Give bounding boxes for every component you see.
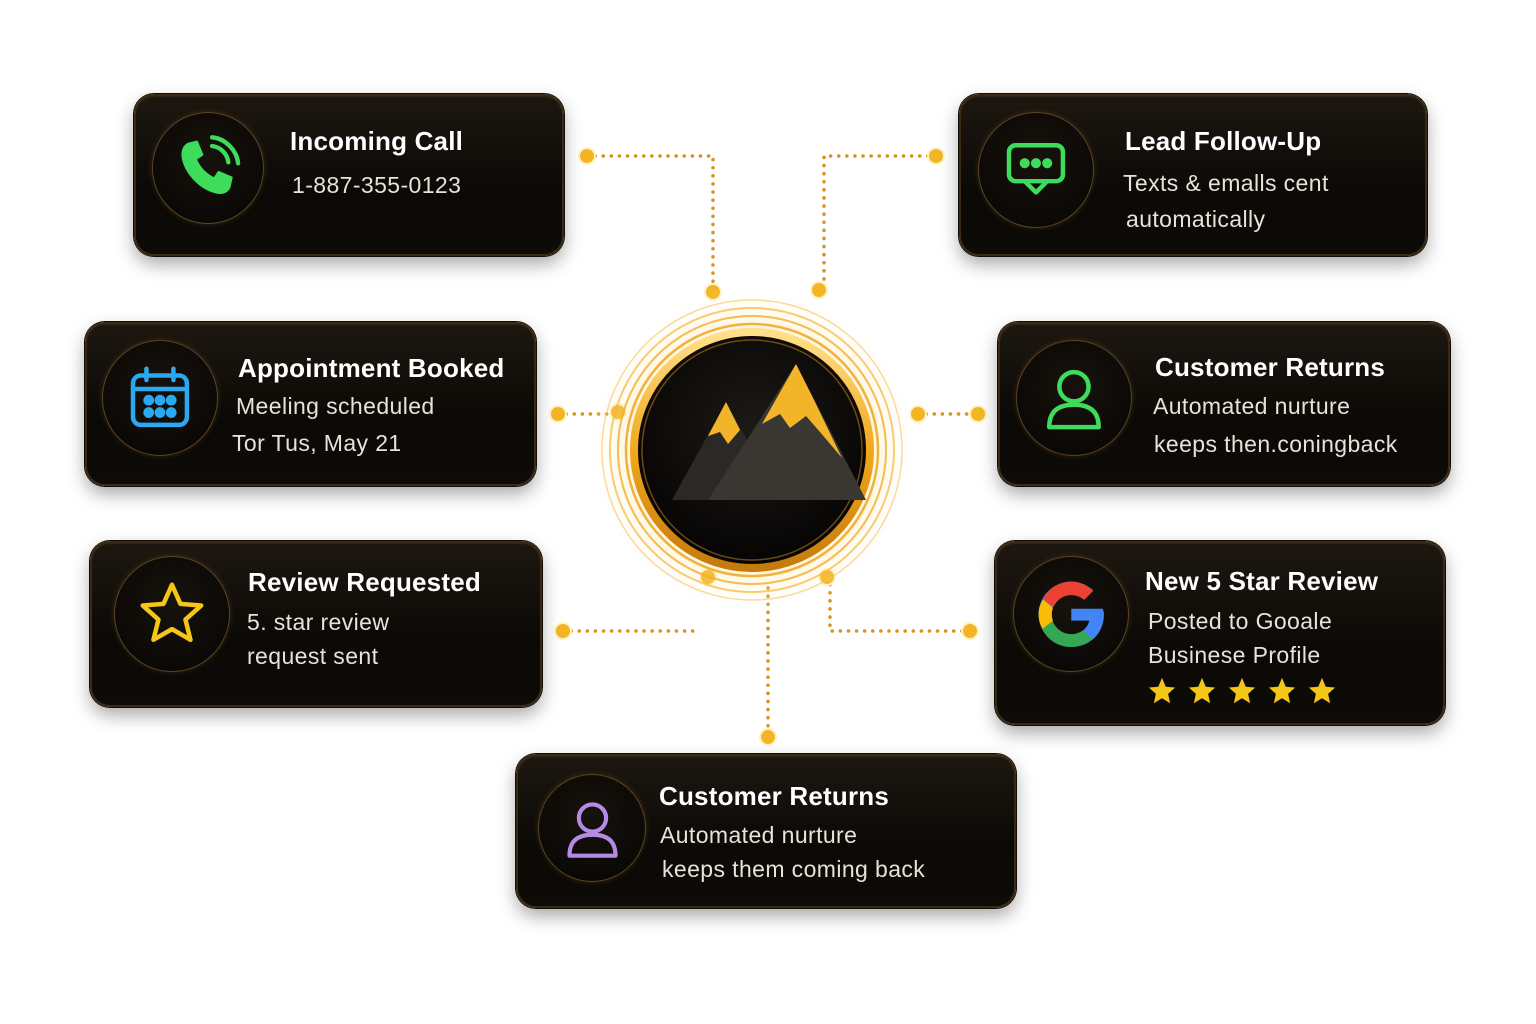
customer-returns-bottom-line-1: Automated nurture xyxy=(660,822,858,848)
new-5-star-review-title: New 5 Star Review xyxy=(1145,566,1379,596)
mountain-logo-icon xyxy=(586,284,918,616)
rating-star-icon xyxy=(1307,676,1337,711)
incoming-call-title: Incoming Call xyxy=(290,126,464,156)
connector-node xyxy=(554,622,572,640)
google-icon xyxy=(1033,576,1110,653)
incoming-call-icon-ring xyxy=(152,112,264,224)
chat-icon xyxy=(1000,134,1072,206)
customer-returns-bottom-icon-ring xyxy=(538,774,646,882)
user-icon xyxy=(559,795,626,862)
appointment-booked-icon-ring xyxy=(102,340,218,456)
connector-node xyxy=(961,622,979,640)
customer-returns-bottom-title: Customer Returns xyxy=(659,781,890,811)
connector-line xyxy=(585,154,715,294)
star-icon xyxy=(136,578,208,650)
lead-follow-up-title: Lead Follow-Up xyxy=(1125,126,1322,156)
rating-star-icon xyxy=(1227,676,1257,711)
connector-node xyxy=(810,281,828,299)
connector-node xyxy=(927,147,945,165)
new-5-star-review-line-2: Businese Profile xyxy=(1148,642,1321,668)
customer-returns-bottom-line-2: keeps them coming back xyxy=(662,856,926,882)
calendar-icon xyxy=(124,362,196,434)
star-rating xyxy=(1147,676,1337,711)
new-5-star-review-icon-ring xyxy=(1013,556,1129,672)
review-requested-line-2: request sent xyxy=(247,643,379,669)
new-5-star-review-line-1: Posted to Gooale xyxy=(1148,608,1333,634)
phone-icon xyxy=(173,133,242,202)
review-requested-title: Review Requested xyxy=(248,567,481,597)
lead-follow-up-line-1: Texts & emalls cent xyxy=(1123,170,1329,196)
rating-star-icon xyxy=(1187,676,1217,711)
hub-logo xyxy=(584,282,920,618)
appointment-booked-line-1: Meeling scheduled xyxy=(236,393,435,419)
rating-star-icon xyxy=(1267,676,1297,711)
customer-returns-right-title: Customer Returns xyxy=(1155,352,1386,382)
customer-returns-right-icon-ring xyxy=(1016,340,1132,456)
incoming-call-line-1: 1-887-355-0123 xyxy=(292,172,462,198)
customer-returns-right-line-1: Automated nurture xyxy=(1153,393,1351,419)
lead-follow-up-icon-ring xyxy=(978,112,1094,228)
connector-node xyxy=(549,405,567,423)
rating-star-icon xyxy=(1147,676,1177,711)
appointment-booked-title: Appointment Booked xyxy=(238,353,505,383)
user-icon xyxy=(1038,362,1110,434)
review-requested-icon-ring xyxy=(114,556,230,672)
customer-returns-right-line-2: keeps then.coningback xyxy=(1154,431,1398,457)
appointment-booked-line-2: Tor Tus, May 21 xyxy=(232,430,402,456)
connector-node xyxy=(969,405,987,423)
review-requested-line-1: 5. star review xyxy=(247,609,390,635)
connector-node xyxy=(759,728,777,746)
lead-follow-up-line-2: automatically xyxy=(1126,206,1266,232)
connector-node xyxy=(578,147,596,165)
connector-line xyxy=(822,154,938,292)
